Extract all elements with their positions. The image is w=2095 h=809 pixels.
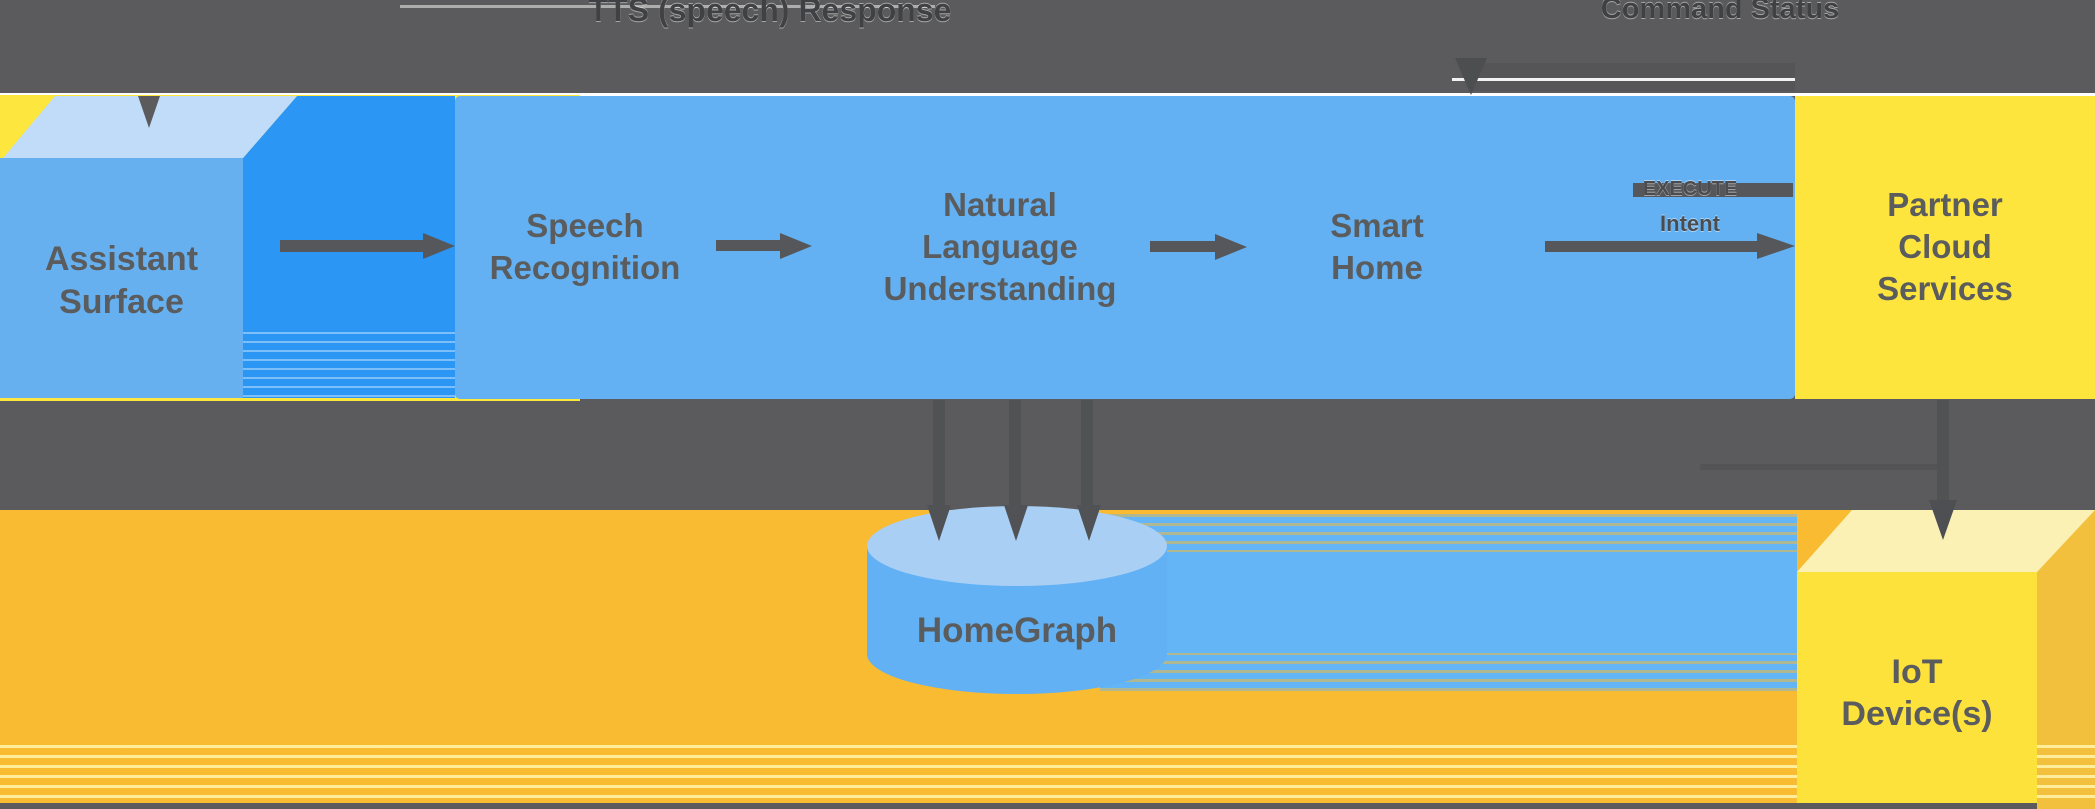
partner-cloud-node: Partner Cloud Services <box>1877 186 2013 307</box>
arrow-down-homegraph-2-shaft-icon <box>1009 400 1021 512</box>
command-status-return-bar-icon <box>1633 183 1793 197</box>
arrow-partner-to-iot-shaft-icon <box>1937 400 1949 512</box>
arrow-speech-to-nlu-icon <box>716 240 780 251</box>
tts-response-label: TTS (speech) Response <box>588 0 952 28</box>
arrow-down-homegraph-3-shaft-icon <box>1081 400 1093 512</box>
homegraph-iot-connector-bottom-fade <box>1100 653 1797 691</box>
tts-response-halo-line <box>400 5 935 8</box>
top-band: TTS (speech) Response Command Status <box>0 0 2095 93</box>
execute-intent-label-line1: EXECUTE <box>1642 178 1738 200</box>
arrow-down-homegraph-1-head-icon <box>927 505 951 541</box>
arrow-smarthome-to-partner-head-icon <box>1757 233 1795 259</box>
tts-response-down-arrow-icon <box>138 96 160 128</box>
arrow-assistant-to-speech-icon <box>280 240 423 252</box>
bottom-stripe-zone <box>0 745 2095 803</box>
arrow-nlu-to-smarthome-icon <box>1150 241 1215 252</box>
iot-cube-side-stripes <box>2037 745 2095 803</box>
homegraph-node: HomeGraph <box>916 611 1118 650</box>
arrow-nlu-to-smarthome-head-icon <box>1215 234 1247 260</box>
command-status-arrow-shadow <box>1470 63 1795 91</box>
bottom-gray-strip <box>0 803 2095 809</box>
top-divider-line <box>0 93 2095 96</box>
arrow-partner-to-iot-head-icon <box>1929 500 1957 540</box>
speech-recognition-node: Speech Recognition <box>489 207 681 286</box>
assistant-surface-node: Assistant Surface <box>44 240 199 321</box>
arrow-down-homegraph-2-head-icon <box>1004 505 1028 541</box>
arrow-smarthome-to-partner-icon <box>1545 241 1757 252</box>
arrow-down-homegraph-3-head-icon <box>1077 505 1101 541</box>
arrow-speech-to-nlu-head-icon <box>780 233 812 259</box>
command-status-down-arrow-icon <box>1455 58 1487 95</box>
homegraph-iot-connector-top-fade <box>1100 514 1797 552</box>
partner-to-iot-elbow-line <box>1700 464 1937 470</box>
iot-cube-front-face <box>1797 572 2037 803</box>
assistant-cube-side-stripes <box>243 332 455 398</box>
arrow-down-homegraph-1-shaft-icon <box>933 400 945 512</box>
partner-cloud-box <box>1795 96 2095 399</box>
execute-intent-label-line2: Intent <box>1660 211 1720 236</box>
arrow-assistant-to-speech-head-icon <box>423 233 455 259</box>
command-status-arrow-line <box>1452 78 1795 81</box>
assistant-cube-front-face <box>0 158 243 398</box>
smart-home-node: Smart Home <box>1330 207 1424 286</box>
nlu-node: Natural Language Understanding <box>883 186 1117 307</box>
command-status-label: Command Status <box>1600 0 1840 25</box>
iot-devices-node: IoT Device(s) <box>1841 653 1993 733</box>
